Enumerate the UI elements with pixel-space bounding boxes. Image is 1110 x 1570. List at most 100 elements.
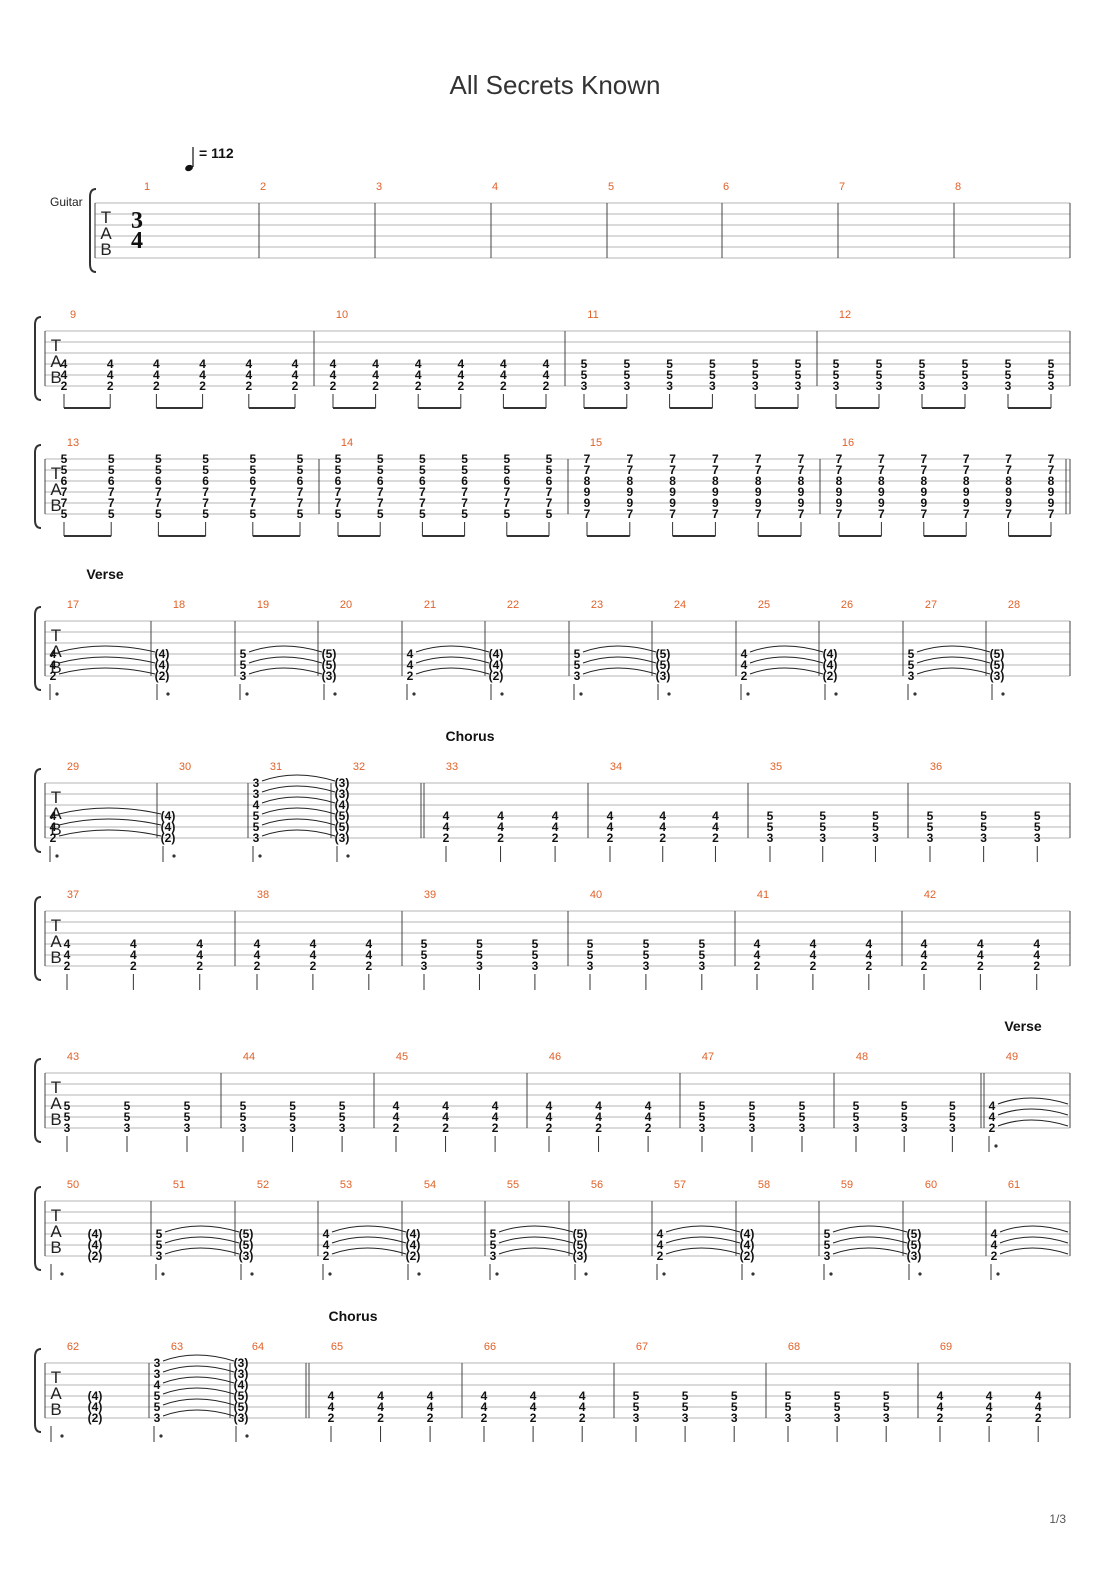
fret-number: 7 — [461, 485, 468, 499]
fret-number: 4 — [64, 948, 71, 962]
fret-number: (3) — [335, 787, 350, 801]
fret-number: (5) — [322, 658, 337, 672]
tab-clef-letter: B — [50, 496, 61, 515]
fret-number: (4) — [489, 658, 504, 672]
fret-number: 5 — [666, 357, 673, 371]
fret-number: 9 — [1005, 496, 1012, 510]
fret-number: (4) — [823, 658, 838, 672]
dot — [333, 692, 337, 696]
fret-number: 4 — [607, 820, 614, 834]
measure-number: 20 — [340, 599, 352, 611]
fret-number: 5 — [184, 1110, 191, 1124]
tie-arc — [832, 1247, 908, 1255]
fret-number: 4 — [659, 820, 666, 834]
fret-number: 3 — [795, 379, 802, 393]
fret-number: 2 — [245, 379, 252, 393]
fret-number: 2 — [543, 379, 550, 393]
fret-number: 7 — [798, 463, 805, 477]
fret-number: 7 — [626, 452, 633, 466]
fret-number: 7 — [1048, 507, 1055, 521]
fret-number: 3 — [819, 831, 826, 845]
fret-number: 4 — [377, 1389, 384, 1403]
fret-number: 5 — [421, 948, 428, 962]
fret-number: 5 — [339, 1099, 346, 1113]
fret-number: 5 — [834, 1389, 841, 1403]
fret-number: 2 — [481, 1411, 488, 1425]
tie-arc — [261, 796, 336, 804]
fret-number: 5 — [643, 937, 650, 951]
fret-number: 5 — [503, 452, 510, 466]
fret-number: (4) — [406, 1238, 421, 1252]
fret-number: 2 — [937, 1411, 944, 1425]
fret-number: 7 — [836, 452, 843, 466]
quarter-note-icon — [185, 147, 194, 172]
fret-number: 5 — [184, 1099, 191, 1113]
measure-number: 56 — [591, 1179, 603, 1191]
fret-number: 6 — [419, 474, 426, 488]
fret-number: 3 — [908, 669, 915, 683]
fret-number: 5 — [901, 1110, 908, 1124]
fret-number: 8 — [798, 474, 805, 488]
tab-clef-letter: A — [50, 804, 62, 823]
fret-number: 4 — [500, 357, 507, 371]
fret-number: 5 — [155, 507, 162, 521]
fret-number: 4 — [130, 948, 137, 962]
fret-number: 5 — [643, 948, 650, 962]
dot — [250, 1272, 254, 1276]
fret-number: 5 — [108, 463, 115, 477]
staff-brace — [89, 188, 97, 273]
fret-number: 7 — [1048, 463, 1055, 477]
fret-number: 5 — [419, 463, 426, 477]
tab-clef-letter: A — [50, 1222, 62, 1241]
measure-number: 51 — [173, 1179, 185, 1191]
tie-arc — [582, 667, 657, 675]
measure-number: 65 — [331, 1341, 343, 1353]
fret-number: 7 — [755, 463, 762, 477]
fret-number: 7 — [963, 463, 970, 477]
tie-arc — [665, 1236, 741, 1244]
fret-number: 5 — [785, 1400, 792, 1414]
dot — [245, 1434, 249, 1438]
fret-number: 5 — [833, 368, 840, 382]
fret-number: 4 — [810, 948, 817, 962]
measure-number: 16 — [842, 437, 854, 449]
dot — [584, 1272, 588, 1276]
fret-number: 3 — [421, 959, 428, 973]
fret-number: 5 — [581, 357, 588, 371]
fret-number: 8 — [920, 474, 927, 488]
fret-number: 5 — [682, 1400, 689, 1414]
fret-number: 2 — [991, 1249, 998, 1263]
fret-number: 5 — [461, 463, 468, 477]
tie-arc — [58, 656, 156, 664]
fret-number: 2 — [377, 1411, 384, 1425]
fret-number: 4 — [310, 948, 317, 962]
fret-number: 7 — [419, 496, 426, 510]
fret-number: 5 — [1034, 820, 1041, 834]
fret-number: 5 — [709, 357, 716, 371]
fret-number: 7 — [61, 485, 68, 499]
fret-number: 6 — [155, 474, 162, 488]
fret-number: 4 — [937, 1389, 944, 1403]
fret-number: 4 — [377, 1400, 384, 1414]
fret-number: 4 — [50, 809, 57, 823]
dot — [829, 1272, 833, 1276]
fret-number: 7 — [712, 507, 719, 521]
fret-number: 3 — [799, 1121, 806, 1135]
fret-number: 5 — [490, 1227, 497, 1241]
measure-number: 5 — [608, 181, 614, 193]
fret-number: 9 — [626, 496, 633, 510]
measure-number: 60 — [925, 1179, 937, 1191]
section-label: Chorus — [329, 1308, 378, 1324]
fret-number: 2 — [530, 1411, 537, 1425]
fret-number: 4 — [659, 809, 666, 823]
fret-number: 6 — [335, 474, 342, 488]
fret-number: 9 — [712, 496, 719, 510]
fret-number: 5 — [64, 1099, 71, 1113]
fret-number: (3) — [990, 669, 1005, 683]
fret-number: 5 — [853, 1110, 860, 1124]
fret-number: 5 — [749, 1110, 756, 1124]
measure-number: 27 — [925, 599, 937, 611]
measure-number: 26 — [841, 599, 853, 611]
measure-number: 30 — [179, 761, 191, 773]
fret-number: 3 — [476, 959, 483, 973]
